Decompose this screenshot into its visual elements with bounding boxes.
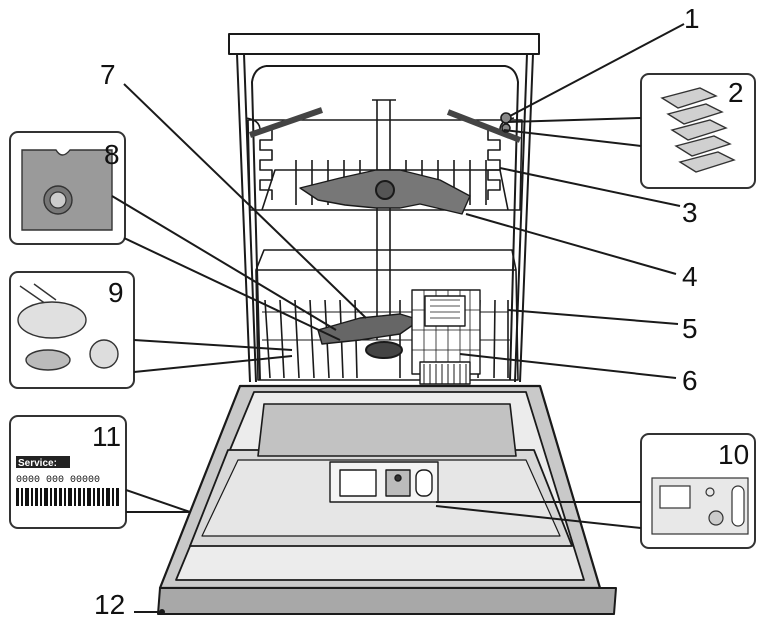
callout-12: 12 bbox=[94, 589, 125, 620]
detergent-dispenser-drawing bbox=[329, 461, 439, 503]
leader-10b bbox=[435, 505, 642, 529]
callout-10: 10 bbox=[718, 439, 749, 470]
door-recess bbox=[257, 403, 517, 457]
inset-filter bbox=[9, 131, 126, 245]
inset-salt-reservoir bbox=[9, 271, 135, 389]
leader-4 bbox=[465, 213, 677, 275]
leader-11 bbox=[125, 489, 191, 513]
tub-frame bbox=[236, 53, 534, 383]
inset-detergent-dispenser bbox=[640, 433, 756, 549]
leader-6 bbox=[459, 353, 677, 379]
open-door bbox=[158, 384, 602, 590]
callout-2: 2 bbox=[728, 77, 744, 108]
callout-1: 1 bbox=[684, 3, 700, 34]
control-panel-drawing bbox=[157, 587, 617, 615]
worktop bbox=[228, 33, 540, 55]
cutlery-basket-drawing bbox=[411, 289, 481, 385]
service-label: Service: bbox=[18, 458, 57, 469]
leader-9a bbox=[133, 339, 293, 351]
inset-rating-plate: Service: 0000 000 00000 bbox=[9, 415, 127, 529]
leader-2b bbox=[503, 129, 642, 147]
tub-back-wall bbox=[251, 65, 519, 381]
lower-spray-arm-drawing bbox=[317, 313, 421, 345]
inset-folding-flaps bbox=[640, 73, 756, 189]
callout-7: 7 bbox=[100, 59, 116, 90]
leader-9b bbox=[133, 355, 293, 373]
dishwasher-illustration bbox=[157, 33, 617, 615]
leader-7 bbox=[123, 83, 367, 319]
barcode bbox=[16, 488, 119, 506]
water-tube bbox=[372, 99, 396, 340]
leader-5 bbox=[507, 309, 679, 325]
callout-3: 3 bbox=[682, 197, 698, 228]
callout-11: 11 bbox=[92, 421, 121, 452]
callout-8: 8 bbox=[104, 139, 120, 170]
service-code: 0000 000 00000 bbox=[16, 475, 100, 486]
callout-4: 4 bbox=[682, 261, 698, 292]
callout-9: 9 bbox=[108, 277, 124, 308]
leader-lines bbox=[111, 23, 685, 613]
leader-1 bbox=[509, 23, 685, 117]
callout-numbers: 1 2 3 4 5 6 7 8 9 10 11 12 bbox=[92, 3, 749, 620]
callout-6: 6 bbox=[682, 365, 698, 396]
leader-3 bbox=[499, 167, 681, 207]
leader-8b bbox=[123, 237, 341, 341]
callout-5: 5 bbox=[682, 313, 698, 344]
leader-2a bbox=[507, 117, 642, 123]
leader-8a bbox=[111, 195, 337, 331]
